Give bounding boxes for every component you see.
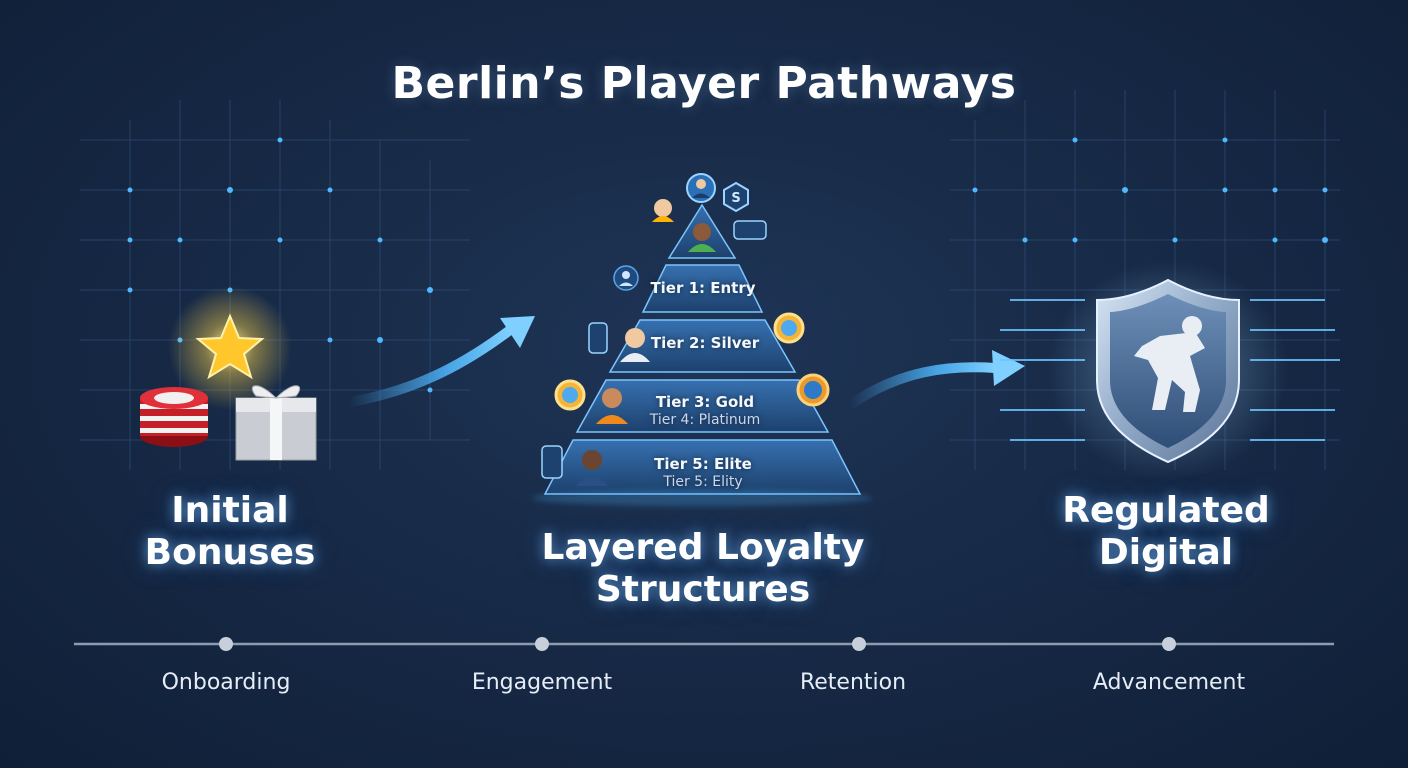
tier-band — [641, 264, 764, 313]
tier-label-5: Tier 5: Elite Tier 5: Elity — [628, 455, 778, 491]
initial-bonuses-illustration — [140, 286, 317, 461]
badge-icon — [796, 373, 830, 407]
user-avatar-icon — [620, 328, 650, 362]
user-avatar-icon — [613, 265, 639, 291]
column-title-line: Regulated — [1062, 490, 1270, 531]
badge-icon — [733, 220, 767, 240]
tier-label-2: Tier 2: Silver — [640, 334, 770, 352]
tier-subtitle: Tier 5: Elity — [663, 474, 743, 490]
tier-title: Tier 5: Elite — [654, 455, 752, 473]
tier-title: Tier 1: Entry — [650, 279, 756, 297]
tier-title: Tier 3: Gold — [655, 393, 755, 411]
arrow-head — [992, 350, 1025, 386]
gift-box-icon — [235, 385, 317, 461]
tier-label-1: Tier 1: Entry — [643, 279, 763, 297]
badge-icon — [723, 181, 749, 213]
tier-band — [608, 319, 797, 373]
tier-band — [575, 379, 830, 433]
user-avatar-icon — [652, 199, 674, 222]
badge-letter: S — [731, 191, 740, 206]
timeline-stage-advancement: Advancement — [1092, 670, 1246, 695]
column-title-line: Structures — [595, 569, 811, 610]
left-circuit-nodes — [127, 137, 433, 393]
berlin-bear-icon — [588, 322, 608, 354]
arrow-right-icon — [845, 362, 1000, 410]
page-title: Berlin’s Player Pathways — [391, 58, 1017, 109]
tier-subtitle: Tier 4: Platinum — [649, 412, 761, 428]
arrow-head — [500, 316, 535, 348]
user-avatar-icon — [688, 223, 716, 252]
column-title-line: Digital — [1098, 532, 1234, 573]
arrow-right-icon — [345, 325, 515, 407]
timeline-stage-retention: Retention — [799, 670, 907, 695]
user-avatar-icon — [596, 388, 628, 424]
column-title-line: Layered Loyalty — [541, 527, 865, 568]
loyalty-pyramid: S — [532, 173, 872, 506]
tier-title: Tier 2: Silver — [650, 334, 760, 352]
user-avatar-icon — [686, 173, 716, 203]
column-title-initial-bonuses: Initial Bonuses — [110, 490, 350, 574]
tier-label-3: Tier 3: Gold Tier 4: Platinum — [630, 393, 780, 429]
star-icon — [195, 313, 265, 380]
user-avatar-icon — [576, 450, 608, 486]
berlin-bear-icon — [1134, 316, 1205, 412]
column-title-regulated-digital: Regulated Digital — [1036, 490, 1296, 574]
berlin-bear-icon — [541, 445, 563, 479]
badge-icon — [773, 312, 805, 344]
column-title-line: Bonuses — [144, 532, 316, 573]
timeline-stage-onboarding: Onboarding — [161, 670, 291, 695]
column-title-layered-loyalty: Layered Loyalty Structures — [500, 527, 906, 611]
column-title-line: Initial — [171, 490, 289, 531]
right-circuit-nodes — [972, 137, 1328, 243]
badge-icon — [554, 379, 586, 411]
casino-chips-icon — [140, 387, 208, 447]
timeline-stage-engagement: Engagement — [471, 670, 613, 695]
